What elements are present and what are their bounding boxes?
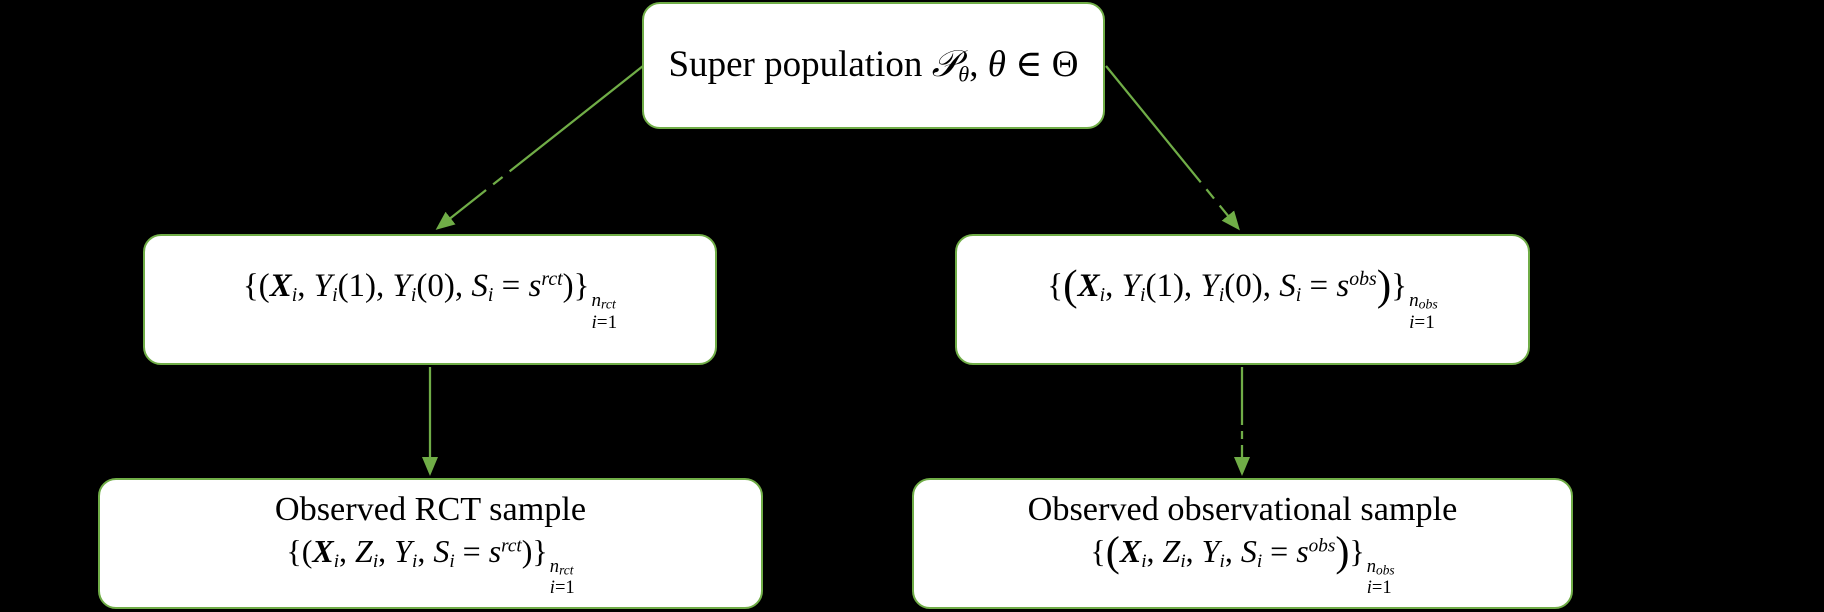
node-super-population: Super population 𝒫θ, θ ∈ Θ	[642, 2, 1105, 129]
observed-rct-sample-title: Observed RCT sample	[274, 490, 587, 529]
super-population-label: Super population 𝒫θ, θ ∈ Θ	[668, 44, 1079, 87]
arrow-super-to-obs-sample	[1105, 65, 1240, 231]
arrow-super-to-rct-sample	[435, 65, 644, 230]
node-observed-rct-sample: Observed RCT sample {(Xi, Zi, Yi, Si = s…	[98, 478, 763, 609]
observed-observational-sample-title: Observed observational sample	[1027, 490, 1458, 529]
node-observed-observational-sample: Observed observational sample {(Xi, Zi, …	[912, 478, 1573, 609]
